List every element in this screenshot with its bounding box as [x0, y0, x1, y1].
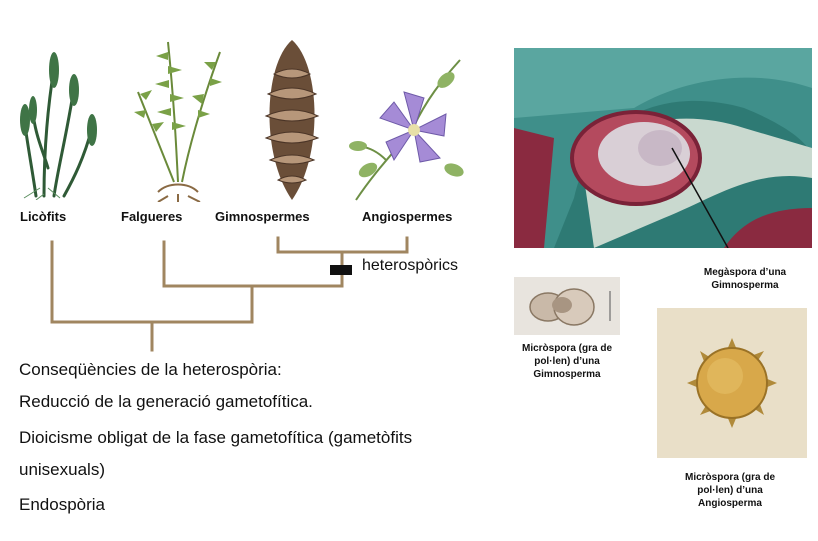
taxon-label-angiosperms: Angiospermes [362, 209, 453, 224]
taxon-label-gymnosperms: Gimnospermes [215, 209, 310, 224]
cladogram-tree [50, 236, 409, 352]
heterospory-marker [330, 265, 352, 275]
consequence-item: Endospòria [19, 495, 106, 514]
consequence-item: Reducció de la generació gametofítica. [19, 392, 313, 411]
caption-line: Micròspora (gra de [684, 472, 776, 483]
caption-line: Micròspora (gra de [521, 343, 613, 354]
branch-seed-stem [162, 240, 344, 288]
heterospory-label: heterospòrics [362, 257, 459, 274]
megaspore-micrograph [514, 48, 812, 248]
gymnosperm-pollen-micrograph [514, 277, 620, 335]
caption-line: Gimnosperma [711, 280, 779, 291]
branch-lycophytes [50, 240, 254, 324]
caption-line: Gimnosperma [533, 369, 601, 380]
consequence-item: Dioicisme obligat de la fase gametofític… [19, 428, 413, 447]
consequence-item: unisexuals) [19, 460, 105, 479]
consequences-heading: Conseqüències de la heterospòria: [19, 360, 282, 379]
fern-illustration [134, 41, 222, 202]
caption-line: Angiosperma [698, 498, 762, 509]
taxon-label-ferns: Falgueres [121, 209, 183, 224]
branch-seed-plants [276, 236, 409, 254]
clematis-flower-illustration [349, 59, 464, 201]
taxon-label-lycophytes: Licòfits [20, 209, 67, 224]
caption-line: pol·len) d’una [697, 485, 763, 496]
angiosperm-pollen-caption: Micròspora (gra de pol·len) d’una Angios… [670, 471, 790, 510]
pine-cone-illustration [264, 40, 320, 200]
caption-line: Megàspora d’una [703, 267, 787, 278]
lycophyte-illustration [20, 52, 97, 200]
megaspore-caption: Megàspora d’una Gimnosperma [690, 266, 800, 292]
angiosperm-pollen-micrograph [657, 308, 807, 458]
caption-line: pol·len) d’una [534, 356, 600, 367]
gymnosperm-pollen-caption: Micròspora (gra de pol·len) d’una Gimnos… [507, 342, 627, 381]
